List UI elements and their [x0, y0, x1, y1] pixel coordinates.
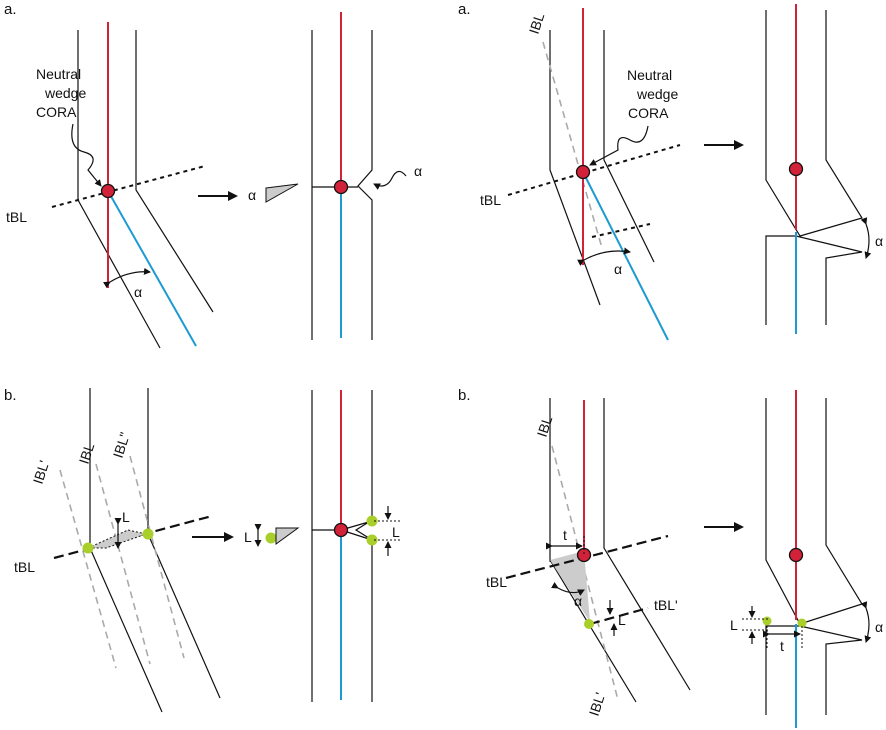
green-point-upper [366, 515, 378, 527]
ibl-line [95, 463, 151, 665]
tbl-label: tBL [6, 209, 27, 225]
note-line-3: CORA [628, 105, 669, 121]
angle-arc [103, 267, 151, 289]
t-label: t [563, 527, 567, 543]
wedge-l-label: L [244, 529, 252, 545]
t-label: t [780, 638, 784, 654]
bone-outline-right [147, 388, 221, 699]
green-point-left [762, 616, 772, 626]
l-label: L [122, 509, 130, 525]
panel-top-left: a. α Neutral wedge CORA tBL α α [4, 1, 422, 349]
tbl-prime-label: tBL' [654, 597, 678, 613]
bone-outline-left [549, 398, 637, 703]
angle-arc [577, 247, 631, 266]
wedge-alpha-label: α [248, 187, 256, 203]
cora-point-after [333, 522, 349, 538]
angle-pointer [373, 170, 407, 190]
bone-after-lower [765, 235, 863, 325]
alpha-label: α [614, 261, 622, 277]
gap-angle-arc [860, 601, 872, 643]
tbl-label: tBL [14, 559, 35, 575]
panel-label-top-left: a. [4, 1, 17, 18]
green-point [584, 619, 594, 629]
wedge-green-point [265, 532, 277, 544]
note-line-1: Neutral [36, 66, 81, 82]
bone-outline-right [135, 30, 214, 313]
bone-outline-left [77, 30, 161, 349]
ibl-double-prime-line [129, 455, 185, 659]
bone-outline-right [603, 30, 655, 263]
note-line-2: wedge [636, 86, 678, 102]
blue-axis [107, 190, 197, 347]
tbl-line [507, 144, 681, 196]
alpha-label: α [134, 284, 142, 300]
gap-angle-arc [860, 217, 872, 259]
ibl-line [542, 41, 603, 249]
panel-label-bottom-right: b. [458, 387, 471, 404]
l-label: L [730, 617, 738, 633]
tbl-prime-line [589, 606, 649, 626]
after-alpha-label: α [875, 233, 883, 249]
bone-after-right [357, 30, 373, 340]
after-alpha-label: α [414, 163, 422, 179]
green-point-right [797, 618, 807, 628]
tbl-label: tBL [480, 192, 501, 208]
blue-axis [582, 171, 669, 341]
note-line-3: CORA [36, 104, 77, 120]
panel-bottom-right: b. IBL tBL tBL' t α L IBL' L [458, 387, 883, 728]
cora-point-after [333, 179, 349, 195]
bone-outline-right [603, 398, 691, 691]
cora-point [100, 183, 116, 199]
lower-cut-line [591, 223, 651, 238]
angle-arc [551, 581, 585, 596]
ibl-prime-label: IBL' [30, 458, 53, 485]
green-point-right [142, 528, 154, 540]
tbl-label: tBL [486, 574, 507, 590]
ibl-label: IBL [526, 11, 548, 36]
ibl-label: IBL [534, 414, 556, 439]
wedge-icon [265, 183, 299, 203]
tbl-line [51, 165, 206, 208]
ibl-double-prime-label: IBL" [110, 430, 133, 460]
ibl-line [551, 445, 619, 701]
alpha-label: α [574, 593, 582, 609]
cora-point [576, 547, 592, 563]
note-line-1: Neutral [627, 67, 672, 83]
green-point-left [82, 542, 94, 554]
bone-after-lower [765, 625, 863, 715]
ibl-prime-line [59, 469, 117, 669]
bone-after-upper [765, 10, 863, 237]
note-arrow [71, 123, 102, 187]
panel-top-right: a. IBL α Neutral wedge CORA tBL α [458, 1, 883, 341]
cora-point [575, 164, 591, 180]
after-alpha-label: α [875, 619, 883, 635]
bone-after-right [354, 390, 373, 702]
ibl-label: IBL [76, 441, 98, 466]
note-line-2: wedge [44, 85, 86, 101]
wedge-region [87, 529, 148, 549]
panel-label-top-right: a. [458, 1, 471, 18]
bone-after-upper [765, 398, 863, 625]
after-l-label: L [392, 524, 400, 540]
cora-point-after [788, 161, 804, 177]
cora-point-after [788, 547, 804, 563]
bone-outline-left [549, 30, 601, 306]
green-point-lower [366, 534, 378, 546]
wedge-icon [275, 527, 300, 545]
panel-bottom-left: b. IBL' IBL IBL" tBL L L L [4, 387, 402, 713]
panel-label-bottom-left: b. [4, 387, 17, 404]
note-arrow [589, 125, 649, 166]
ibl-prime-label: IBL' [586, 690, 609, 717]
l-label: L [618, 612, 626, 628]
